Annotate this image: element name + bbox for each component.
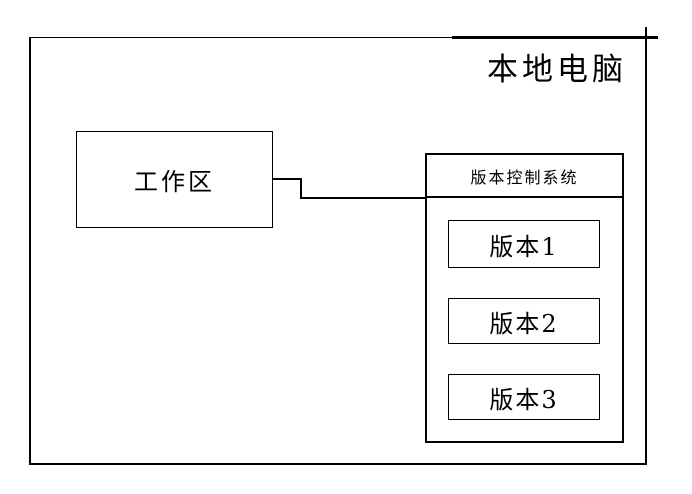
version-2-box: 版本2 xyxy=(448,298,600,344)
boundary-top-overshoot-line xyxy=(452,36,658,39)
local-computer-boundary xyxy=(29,37,647,465)
version-1-label: 版本1 xyxy=(489,232,559,261)
connector-line-segment xyxy=(300,197,426,199)
connector-line-segment xyxy=(300,178,302,199)
workspace-label: 工作区 xyxy=(134,168,215,196)
version-2-label: 版本2 xyxy=(489,309,559,338)
version-control-system-title-band: 版本控制系统 xyxy=(427,155,622,198)
version-control-system-box: 版本控制系统 版本1 版本2 版本3 xyxy=(425,153,624,443)
connector-line-segment xyxy=(272,178,302,180)
version-3-label: 版本3 xyxy=(489,385,559,414)
workspace-box: 工作区 xyxy=(76,131,273,228)
local-computer-label: 本地电脑 xyxy=(487,52,627,88)
version-control-system-label: 版本控制系统 xyxy=(470,167,579,187)
version-3-box: 版本3 xyxy=(448,374,600,420)
boundary-right-overshoot-line xyxy=(645,27,647,41)
version-1-box: 版本1 xyxy=(448,220,600,268)
